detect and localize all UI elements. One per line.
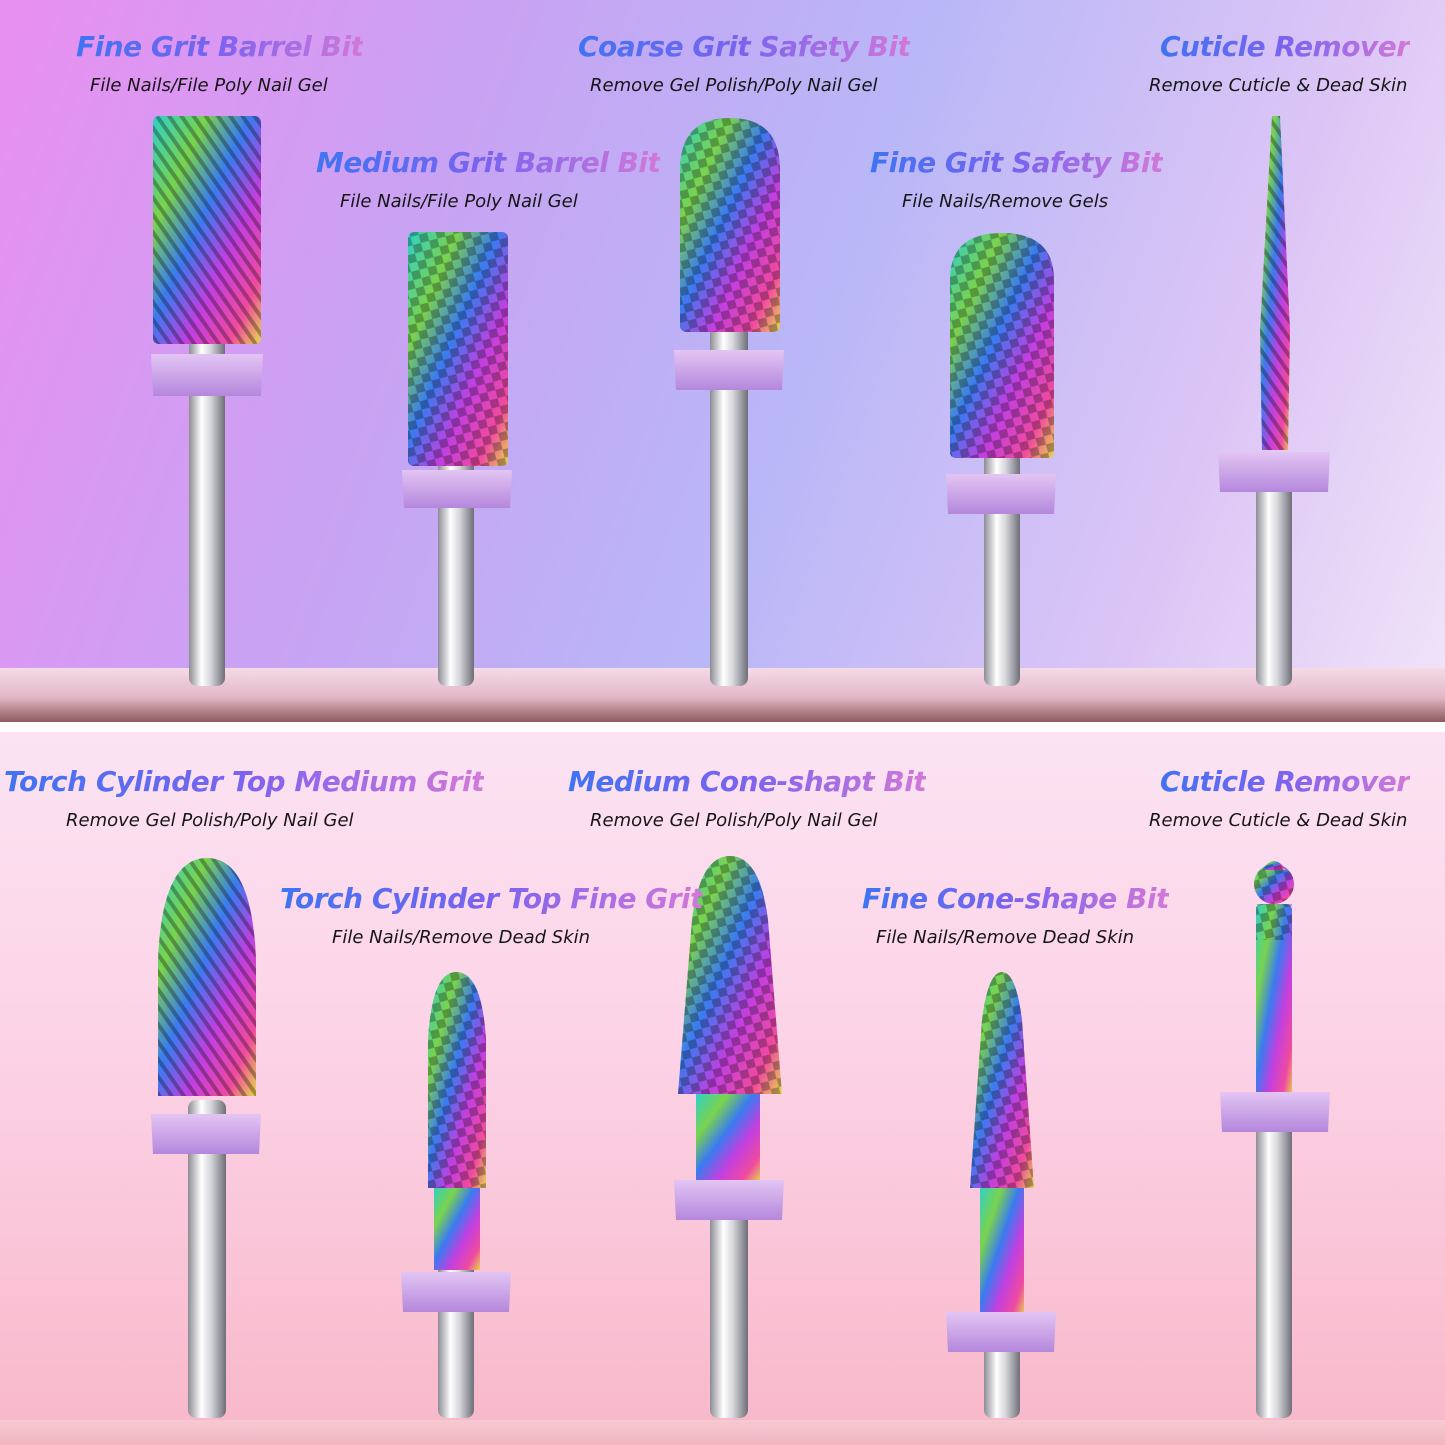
product-title: Cuticle Remover — [1160, 765, 1410, 798]
product-title: Torch Cylinder Top Fine Grit — [280, 882, 704, 915]
product-subtitle: File Nails/Remove Gels — [902, 191, 1109, 212]
product-title: Fine Cone-shape Bit — [862, 882, 1169, 915]
product-title: Cuticle Remover — [1160, 30, 1410, 63]
product-subtitle: Remove Gel Polish/Poly Nail Gel — [590, 810, 878, 831]
torch-cylinder-top-medium-grit-bit — [151, 858, 261, 1418]
coarse-grit-safety-bit — [674, 118, 784, 686]
fine-grit-barrel-bit — [151, 116, 263, 686]
product-subtitle: File Nails/File Poly Nail Gel — [340, 191, 578, 212]
panel-divider — [0, 722, 1445, 732]
product-subtitle: File Nails/Remove Dead Skin — [332, 927, 591, 948]
product-title: Medium Grit Barrel Bit — [316, 146, 661, 179]
cuticle-remover-bit — [1218, 116, 1330, 686]
display-shelf — [0, 1420, 1445, 1445]
product-subtitle: Remove Gel Polish/Poly Nail Gel — [66, 810, 354, 831]
product-subtitle: File Nails/File Poly Nail Gel — [90, 75, 328, 96]
medium-grit-barrel-bit — [402, 232, 512, 686]
product-subtitle: Remove Cuticle & Dead Skin — [1149, 810, 1408, 831]
ball-cuticle-remover-bit — [1220, 861, 1330, 1418]
product-title: Coarse Grit Safety Bit — [578, 30, 911, 63]
product-subtitle: File Nails/Remove Dead Skin — [876, 927, 1135, 948]
torch-cylinder-top-fine-grit-bit — [401, 972, 511, 1418]
fine-grit-safety-bit — [946, 233, 1056, 686]
product-subtitle: Remove Cuticle & Dead Skin — [1149, 75, 1408, 96]
product-title: Fine Grit Safety Bit — [870, 146, 1163, 179]
product-title: Medium Cone-shapt Bit — [568, 765, 927, 798]
product-title: Fine Grit Barrel Bit — [76, 30, 364, 63]
medium-cone-shape-bit — [674, 856, 784, 1418]
fine-cone-shape-bit — [946, 972, 1056, 1418]
product-title: Torch Cylinder Top Medium Grit — [4, 765, 484, 798]
product-subtitle: Remove Gel Polish/Poly Nail Gel — [590, 75, 878, 96]
